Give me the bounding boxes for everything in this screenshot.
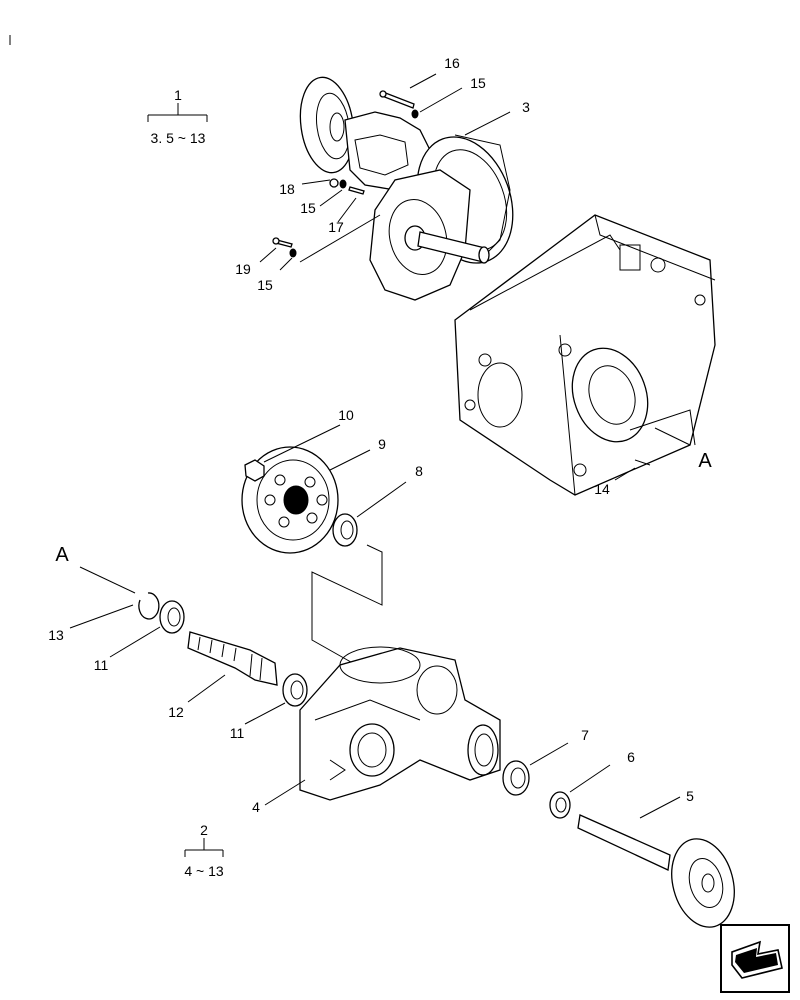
callout-15-middle: 15 <box>300 200 316 216</box>
callout-11-upper: 11 <box>94 657 109 673</box>
callout-8: 8 <box>415 463 423 479</box>
callout-2: 2 <box>200 822 208 838</box>
circlip <box>138 592 160 620</box>
callout-labels: 1 3. 5 ~ 13 2 4 ~ 13 3 4 5 6 7 8 9 10 11… <box>48 55 712 879</box>
pinion-shaft <box>187 631 278 686</box>
bearing-11-lower <box>282 673 308 707</box>
spur-gear <box>241 446 339 554</box>
lower-axle-housing <box>299 646 501 801</box>
nut <box>244 459 265 482</box>
bearing-8 <box>332 513 358 547</box>
connector-line <box>311 544 383 671</box>
callout-6: 6 <box>627 749 635 765</box>
callout-9: 9 <box>378 436 386 452</box>
leader-lines <box>69 73 691 857</box>
callout-13: 13 <box>48 627 64 643</box>
callout-3: 3 <box>522 99 530 115</box>
callout-4: 4 <box>252 799 260 815</box>
callout-11-lower: 11 <box>230 725 245 741</box>
callout-16: 16 <box>444 55 460 71</box>
oil-seal-6 <box>549 791 571 819</box>
callout-15-top: 15 <box>470 75 486 91</box>
callout-10: 10 <box>338 407 354 423</box>
axle-shaft <box>577 814 735 928</box>
callout-15-bottom: 15 <box>257 277 273 293</box>
callout-12: 12 <box>168 704 184 720</box>
callout-18: 18 <box>279 181 295 197</box>
callout-7: 7 <box>581 727 589 743</box>
callout-1: 1 <box>174 87 182 103</box>
callout-1-range: 3. 5 ~ 13 <box>151 130 206 146</box>
callout-2-range: 4 ~ 13 <box>184 863 224 879</box>
bearing-11-upper <box>159 600 185 634</box>
upper-axle-housing-assembly <box>272 76 514 301</box>
callout-A-circlip: A <box>55 544 69 566</box>
previous-page-arrow-icon[interactable] <box>720 924 790 993</box>
bearing-7 <box>502 760 530 796</box>
callout-A-case: A <box>698 450 712 472</box>
callout-19: 19 <box>235 261 251 277</box>
callout-17: 17 <box>328 219 344 235</box>
callout-14: 14 <box>594 481 610 497</box>
callout-5: 5 <box>686 788 694 804</box>
